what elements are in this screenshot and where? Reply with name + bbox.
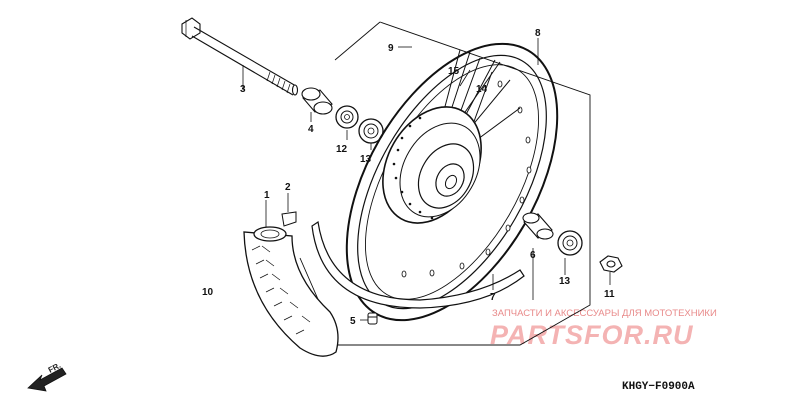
callout-7: 7 xyxy=(490,292,496,303)
leader-lines xyxy=(242,38,611,321)
watermark: ЗАПЧАСТИ И АКСЕССУАРЫ ДЛЯ МОТОТЕХНИКИ PA… xyxy=(490,308,717,350)
callout-4: 4 xyxy=(308,124,314,135)
callout-1: 1 xyxy=(264,190,270,201)
callout-10: 10 xyxy=(202,287,214,298)
frame-left-edge xyxy=(334,21,381,61)
callouts: 1 2 3 4 5 6 7 8 9 10 11 12 13 13 14 15 xyxy=(202,28,615,327)
bearing-12 xyxy=(335,105,359,129)
callout-2: 2 xyxy=(285,182,291,193)
rim-flap xyxy=(281,211,297,227)
callout-11: 11 xyxy=(604,289,615,300)
rim-band xyxy=(311,220,525,309)
watermark-tagline: ЗАПЧАСТИ И АКСЕССУАРЫ ДЛЯ МОТОТЕХНИКИ xyxy=(492,308,717,319)
callout-15: 15 xyxy=(448,66,460,77)
rim-spoke-holes xyxy=(401,80,532,278)
bearing-13-right xyxy=(557,230,583,256)
callout-12: 12 xyxy=(336,144,348,155)
axle-nut xyxy=(599,255,623,273)
wheel-hub xyxy=(382,106,482,224)
axle-spacer xyxy=(301,87,333,115)
bearing-13-left xyxy=(358,118,384,144)
tire xyxy=(243,231,339,357)
callout-6: 6 xyxy=(530,250,536,261)
callout-3: 3 xyxy=(240,84,246,95)
callout-13-left: 13 xyxy=(360,154,372,165)
callout-13-right: 13 xyxy=(559,276,571,287)
callout-8: 8 xyxy=(535,28,541,39)
callout-9: 9 xyxy=(388,43,394,54)
collar-6 xyxy=(522,212,554,240)
callout-14: 14 xyxy=(476,84,488,95)
valve xyxy=(367,312,378,325)
callout-5: 5 xyxy=(350,316,356,327)
inner-tube xyxy=(253,226,287,242)
figure-code: KHGY−F0900A xyxy=(622,381,695,393)
axle-bolt xyxy=(181,17,299,96)
front-direction-arrow: FR. xyxy=(27,361,67,392)
watermark-logo: PARTSFOR.RU xyxy=(490,320,694,350)
